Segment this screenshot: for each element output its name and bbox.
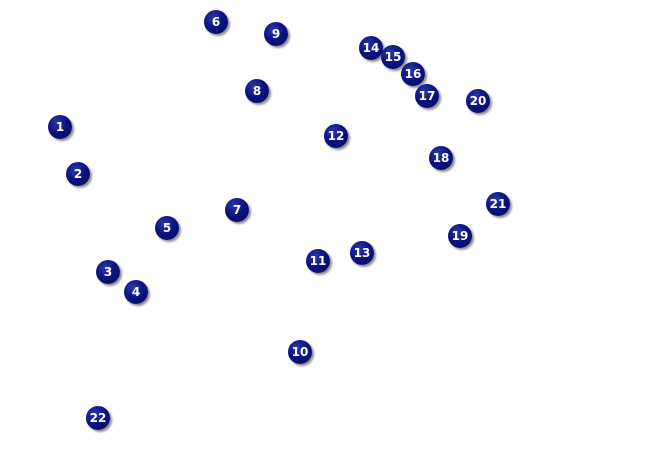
marker-22[interactable]: 22 [86,406,110,430]
marker-21[interactable]: 21 [486,192,510,216]
marker-4[interactable]: 4 [124,280,148,304]
marker-1[interactable]: 1 [48,115,72,139]
marker-18[interactable]: 18 [429,146,453,170]
marker-2[interactable]: 2 [66,162,90,186]
marker-8[interactable]: 8 [245,79,269,103]
marker-11[interactable]: 11 [306,249,330,273]
marker-13[interactable]: 13 [350,241,374,265]
marker-9[interactable]: 9 [264,22,288,46]
marker-12[interactable]: 12 [324,124,348,148]
marker-20[interactable]: 20 [466,89,490,113]
marker-16[interactable]: 16 [401,62,425,86]
marker-5[interactable]: 5 [155,216,179,240]
marker-10[interactable]: 10 [288,340,312,364]
marker-6[interactable]: 6 [204,10,228,34]
marker-19[interactable]: 19 [448,224,472,248]
marker-17[interactable]: 17 [415,84,439,108]
marker-14[interactable]: 14 [359,36,383,60]
marker-3[interactable]: 3 [96,260,120,284]
marker-7[interactable]: 7 [225,198,249,222]
marker-15[interactable]: 15 [381,45,405,69]
